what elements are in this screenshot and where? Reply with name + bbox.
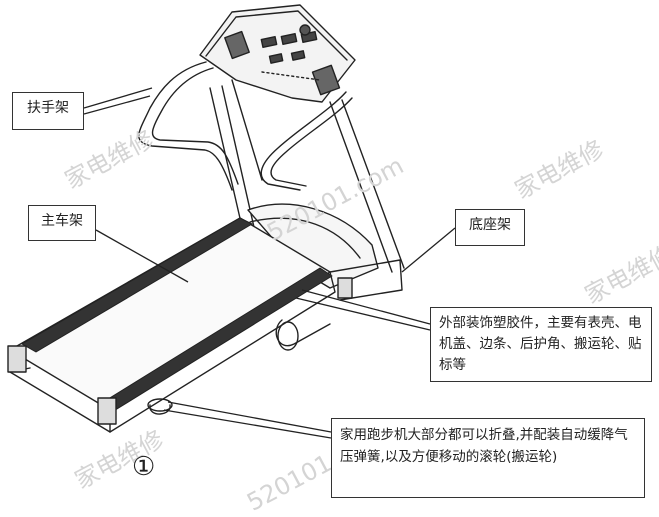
end-caps bbox=[7, 277, 353, 425]
console-panel bbox=[199, 4, 356, 103]
base-frame bbox=[147, 259, 403, 415]
figure-number: ① bbox=[132, 452, 156, 482]
leader-lines bbox=[83, 87, 456, 439]
label-folding-note: 家用跑步机大部分都可以折叠,并配装自动缓降气压弹簧,以及方便移动的滚轮(搬运轮) bbox=[331, 418, 645, 498]
label-plastic-parts: 外部装饰塑胶件，主要有表壳、电机盖、边条、后护角、搬运轮、贴标等 bbox=[430, 307, 652, 382]
label-handrail: 扶手架 bbox=[12, 92, 84, 130]
upright-posts bbox=[209, 79, 405, 273]
handrail-frame bbox=[138, 61, 353, 191]
label-base-frame: 底座架 bbox=[455, 209, 525, 246]
label-main-frame: 主车架 bbox=[28, 205, 96, 241]
